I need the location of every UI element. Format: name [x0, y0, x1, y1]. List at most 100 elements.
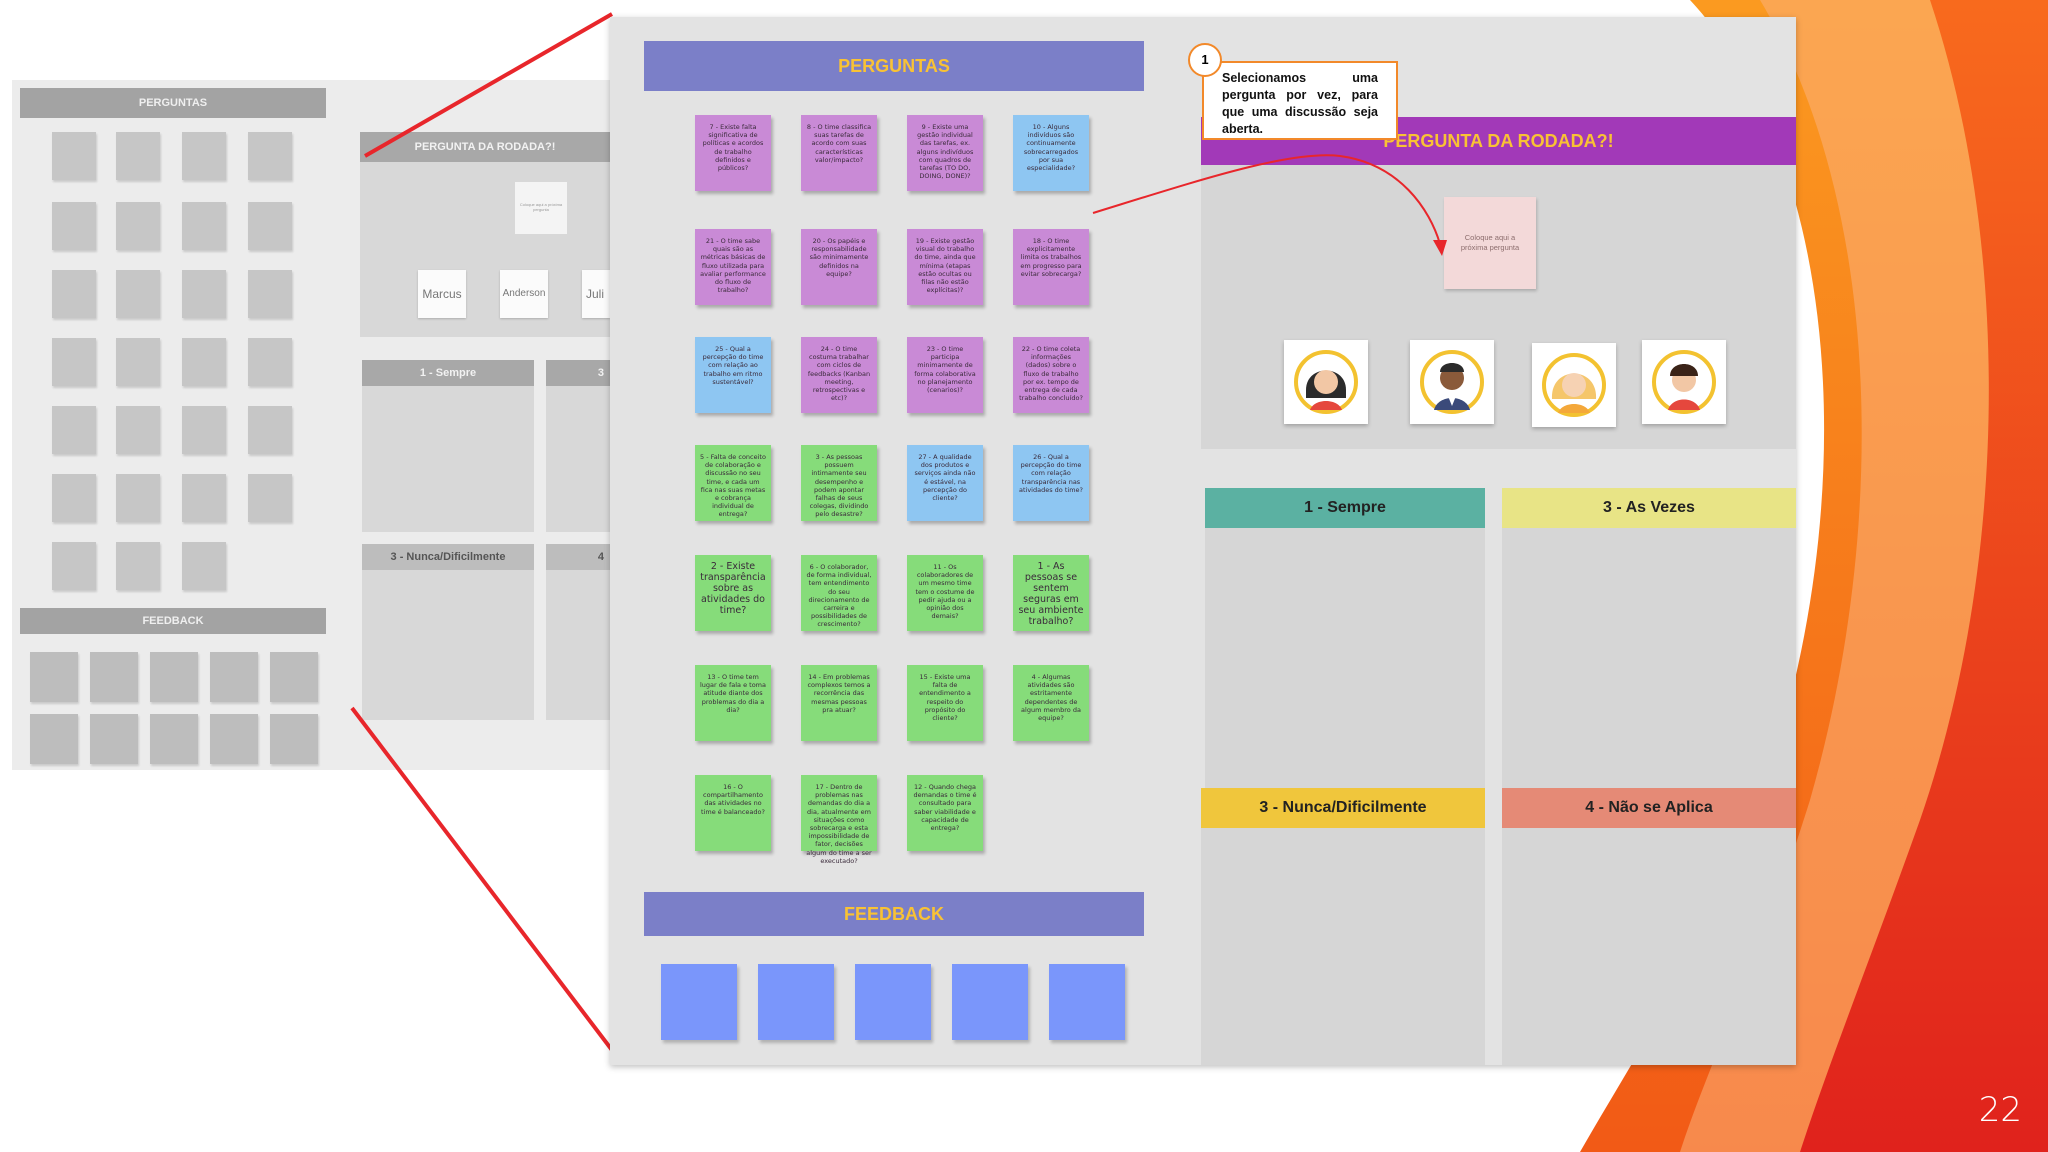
question-note[interactable]: 7 - Existe falta significativa de políti…: [695, 115, 771, 191]
question-note[interactable]: 27 - A qualidade dos produtos e serviços…: [907, 445, 983, 521]
background-question-note: [182, 270, 226, 318]
background-question-note: [52, 338, 96, 386]
man-avatar-icon: [1420, 350, 1484, 414]
red-wave-shape: [1800, 0, 2048, 1152]
background-question-note: [52, 270, 96, 318]
question-note[interactable]: 6 - O colaborador, de forma individual, …: [801, 555, 877, 631]
participant-card[interactable]: [1532, 343, 1616, 427]
question-note[interactable]: 9 - Existe uma gestão individual das tar…: [907, 115, 983, 191]
background-question-note: [248, 474, 292, 522]
question-note[interactable]: 22 - O time coleta informações (dados) s…: [1013, 337, 1089, 413]
background-question-note: [116, 202, 160, 250]
background-question-note: [116, 270, 160, 318]
background-question-note: [182, 406, 226, 454]
woman-avatar-icon: [1294, 350, 1358, 414]
background-participant-marcus: Marcus: [418, 270, 466, 318]
background-question-note: [182, 542, 226, 590]
question-note[interactable]: 14 - Em problemas complexos temos a reco…: [801, 665, 877, 741]
background-feedback-note: [150, 652, 198, 702]
question-note[interactable]: 1 - As pessoas se sentem seguras em seu …: [1013, 555, 1089, 631]
question-note[interactable]: 23 - O time participa minimamente de for…: [907, 337, 983, 413]
question-note[interactable]: 17 - Dentro de problemas nas demandas do…: [801, 775, 877, 865]
question-note[interactable]: 12 - Quando chega demandas o time é cons…: [907, 775, 983, 851]
annotation-callout: Selecionamos uma pergunta por vez, para …: [1202, 61, 1398, 140]
perguntas-header: PERGUNTAS: [644, 41, 1144, 91]
question-note[interactable]: 20 - Os papéis e responsabilidade são mi…: [801, 229, 877, 305]
background-cat-sempre: 1 - Sempre: [362, 360, 534, 386]
background-cat-panel-2: [546, 360, 610, 532]
next-question-placeholder[interactable]: Coloque aqui a próxima pergunta: [1444, 197, 1536, 289]
blonde-woman-avatar-icon: [1542, 353, 1606, 417]
background-question-note: [182, 338, 226, 386]
annotation-number: 1: [1188, 43, 1222, 77]
background-cat-panel-4: [546, 544, 610, 720]
background-question-note: [248, 338, 292, 386]
question-note[interactable]: 3 - As pessoas possuem intimamente seu d…: [801, 445, 877, 521]
question-note[interactable]: 19 - Existe gestão visual do trabalho do…: [907, 229, 983, 305]
background-feedback-header: FEEDBACK: [20, 608, 326, 634]
background-question-note: [248, 132, 292, 180]
feedback-note[interactable]: [1049, 964, 1125, 1040]
question-note[interactable]: 26 - Qual a percepção do time com relaçã…: [1013, 445, 1089, 521]
background-feedback-note: [90, 652, 138, 702]
participant-card[interactable]: [1410, 340, 1494, 424]
background-round-area: PERGUNTA DA RODADA?! Coloque aqui a próx…: [360, 132, 610, 772]
background-question-note: [116, 542, 160, 590]
question-note[interactable]: 11 - Os colaboradores de um mesmo time t…: [907, 555, 983, 631]
question-note[interactable]: 15 - Existe uma falta de entendimento a …: [907, 665, 983, 741]
background-feedback-note: [210, 714, 258, 764]
background-question-note: [182, 132, 226, 180]
question-note[interactable]: 24 - O time costuma trabalhar com ciclos…: [801, 337, 877, 413]
question-note[interactable]: 25 - Qual a percepção do time com relaçã…: [695, 337, 771, 413]
background-cat-panel-3: [362, 544, 534, 720]
background-perguntas-header: PERGUNTAS: [20, 88, 326, 118]
retrospective-board: PERGUNTAS 7 - Existe falta significativa…: [610, 17, 1796, 1065]
background-feedback-note: [210, 652, 258, 702]
question-note[interactable]: 2 - Existe transparência sobre as ativid…: [695, 555, 771, 631]
background-feedback-note: [90, 714, 138, 764]
question-note[interactable]: 13 - O time tem lugar de fala e toma ati…: [695, 665, 771, 741]
category-sempre: 1 - Sempre: [1205, 488, 1485, 528]
background-feedback-note: [150, 714, 198, 764]
feedback-note[interactable]: [758, 964, 834, 1040]
feedback-note[interactable]: [661, 964, 737, 1040]
question-note[interactable]: 4 - Algumas atividades são estritamente …: [1013, 665, 1089, 741]
background-participant-juli: Juli: [582, 270, 610, 318]
question-note[interactable]: 16 - O compartilhamento das atividades n…: [695, 775, 771, 851]
cat-panel-nunca: [1201, 788, 1485, 1065]
background-question-note: [248, 270, 292, 318]
participant-card[interactable]: [1642, 340, 1726, 424]
question-note[interactable]: 10 - Alguns indivíduos são continuamente…: [1013, 115, 1089, 191]
background-question-note: [52, 202, 96, 250]
cat-panel-sempre: [1205, 488, 1485, 788]
background-question-note: [52, 474, 96, 522]
category-as-vezes: 3 - As Vezes: [1502, 488, 1796, 528]
young-man-avatar-icon: [1652, 350, 1716, 414]
background-question-note: [248, 406, 292, 454]
question-note[interactable]: 8 - O time classifica suas tarefas de ac…: [801, 115, 877, 191]
question-note[interactable]: 21 - O time sabe quais são as métricas b…: [695, 229, 771, 305]
page-number: 22: [1978, 1090, 2022, 1130]
feedback-note[interactable]: [855, 964, 931, 1040]
background-cat-4: 4: [546, 544, 610, 570]
background-cat-nunca: 3 - Nunca/Dificilmente: [362, 544, 534, 570]
background-question-note: [248, 202, 292, 250]
participant-card[interactable]: [1284, 340, 1368, 424]
background-cat-panel-1: [362, 360, 534, 532]
background-cat-3: 3: [546, 360, 610, 386]
background-placeholder-note: Coloque aqui a próxima pergunta: [515, 182, 567, 234]
question-note[interactable]: 18 - O time explicitamente limita os tra…: [1013, 229, 1089, 305]
background-feedback-note: [30, 652, 78, 702]
cat-panel-nao-se-aplica: [1502, 788, 1796, 1065]
background-participant-anderson: Anderson: [500, 270, 548, 318]
background-question-note: [116, 132, 160, 180]
background-feedback-note: [270, 652, 318, 702]
background-feedback-note: [270, 714, 318, 764]
background-question-note: [182, 202, 226, 250]
background-question-note: [116, 406, 160, 454]
feedback-note[interactable]: [952, 964, 1028, 1040]
question-note[interactable]: 5 - Falta de conceito de colaboração e d…: [695, 445, 771, 521]
